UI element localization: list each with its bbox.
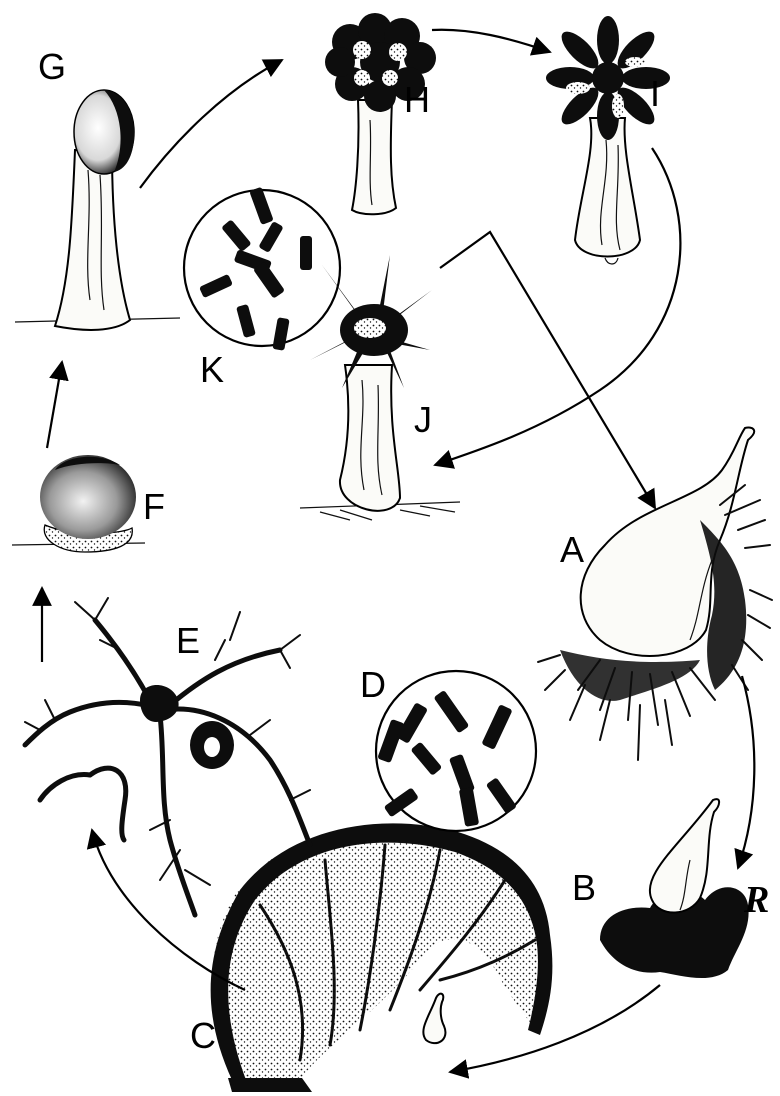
handwritten-mark: R xyxy=(743,879,769,921)
arrow-f-to-g xyxy=(47,362,62,448)
arrow-g-to-h xyxy=(140,60,282,188)
label-e: E xyxy=(176,620,200,661)
arrow-a-to-b xyxy=(738,676,754,868)
label-g: G xyxy=(38,46,66,87)
label-h: H xyxy=(404,79,430,120)
magnified-view-d xyxy=(376,671,536,831)
arrow-h-to-i xyxy=(432,30,550,52)
label-c: C xyxy=(190,1015,216,1056)
label-k: K xyxy=(200,349,224,390)
stage-g-stalk xyxy=(15,90,180,330)
stage-i-star-head xyxy=(546,16,670,264)
arrow-i-to-j xyxy=(435,148,680,465)
stage-f-sphere xyxy=(12,455,145,552)
label-b: B xyxy=(572,867,596,908)
stage-a-gourd xyxy=(538,428,772,761)
arrow-j-to-a xyxy=(440,232,655,508)
stage-c-plasmodium xyxy=(211,823,553,1092)
label-j: J xyxy=(414,399,432,440)
magnified-view-k xyxy=(184,187,340,351)
label-a: A xyxy=(560,529,584,570)
label-f: F xyxy=(143,486,165,527)
label-i: I xyxy=(650,73,660,114)
label-d: D xyxy=(360,664,386,705)
arrow-b-to-c xyxy=(450,985,660,1072)
stage-b-emerging xyxy=(600,799,749,978)
